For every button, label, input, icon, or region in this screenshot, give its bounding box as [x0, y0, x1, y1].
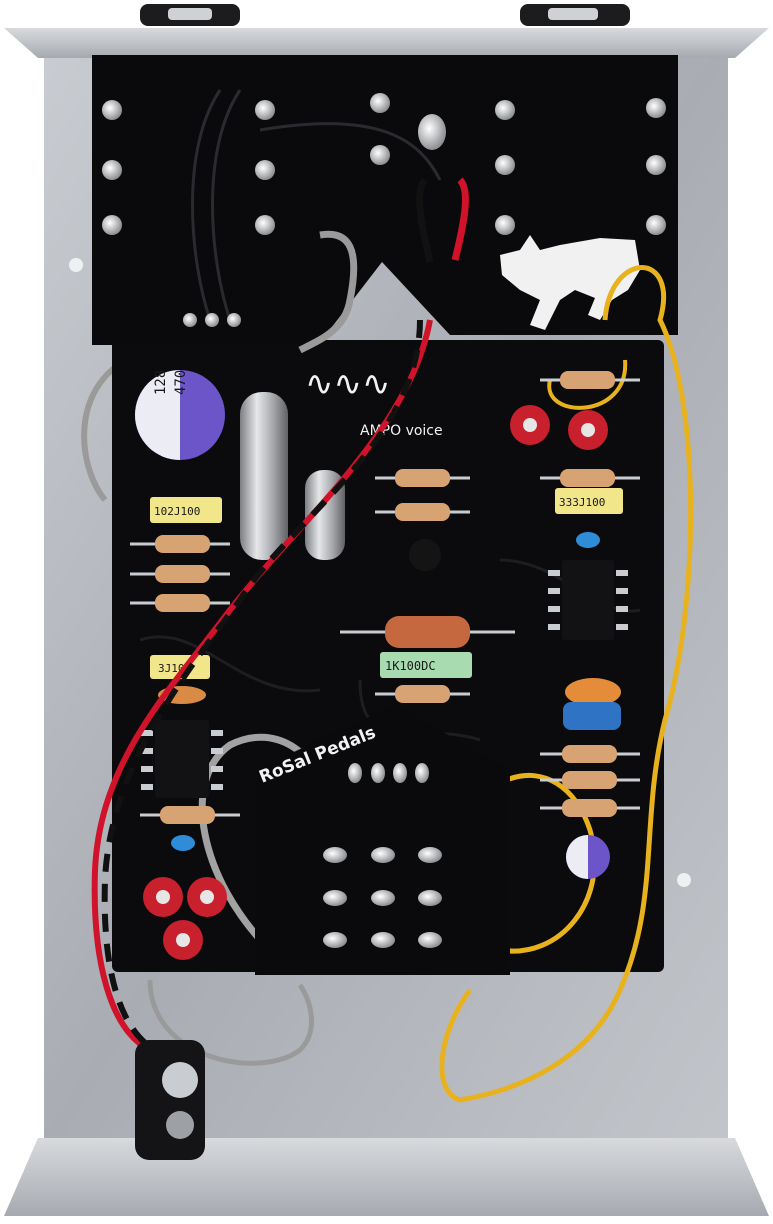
black-wire-top	[416, 177, 434, 263]
film-capacitor-333: 333J100	[555, 488, 623, 514]
black-wire-power	[101, 319, 423, 1053]
res-1k-text: 1K100DC	[385, 659, 436, 673]
yellow-wire-right	[439, 265, 694, 1103]
gray-wire-left	[81, 362, 120, 502]
red-capacitors	[143, 405, 608, 960]
electrolytic-capacitor-large: 128 470	[135, 370, 225, 460]
cap-text-1: 128	[153, 370, 169, 395]
resistors	[130, 371, 640, 824]
jack-right	[520, 4, 630, 26]
film-cap-102-text: 102J100	[154, 505, 200, 518]
orange-ceramic-cap-right	[565, 678, 621, 706]
ic-chip-left	[141, 720, 223, 798]
transistor	[409, 539, 441, 571]
voice-label: AMPO voice	[360, 423, 443, 439]
film-capacitor-102: 102J100	[150, 497, 222, 523]
gray-wire-battery	[147, 979, 315, 1066]
cap-text-2: 470	[173, 370, 189, 395]
battery-clip	[135, 1040, 205, 1160]
gray-wire-top	[298, 230, 358, 354]
script-logo: ∿∿∿	[305, 364, 390, 404]
resistor-1k-green: 1K100DC	[380, 652, 472, 678]
blue-cap-small-left	[171, 835, 195, 851]
led-pads	[102, 93, 666, 327]
film-cap-333-text: 333J100	[559, 496, 605, 509]
blue-box-cap	[563, 702, 621, 730]
red-wire-top	[451, 177, 469, 261]
blue-cap-small-right	[576, 532, 600, 548]
electrolytic-capacitor-small	[566, 835, 610, 879]
jack-left	[140, 4, 240, 26]
vacuum-tube-1	[240, 392, 288, 560]
ic-chip-right	[548, 560, 628, 640]
